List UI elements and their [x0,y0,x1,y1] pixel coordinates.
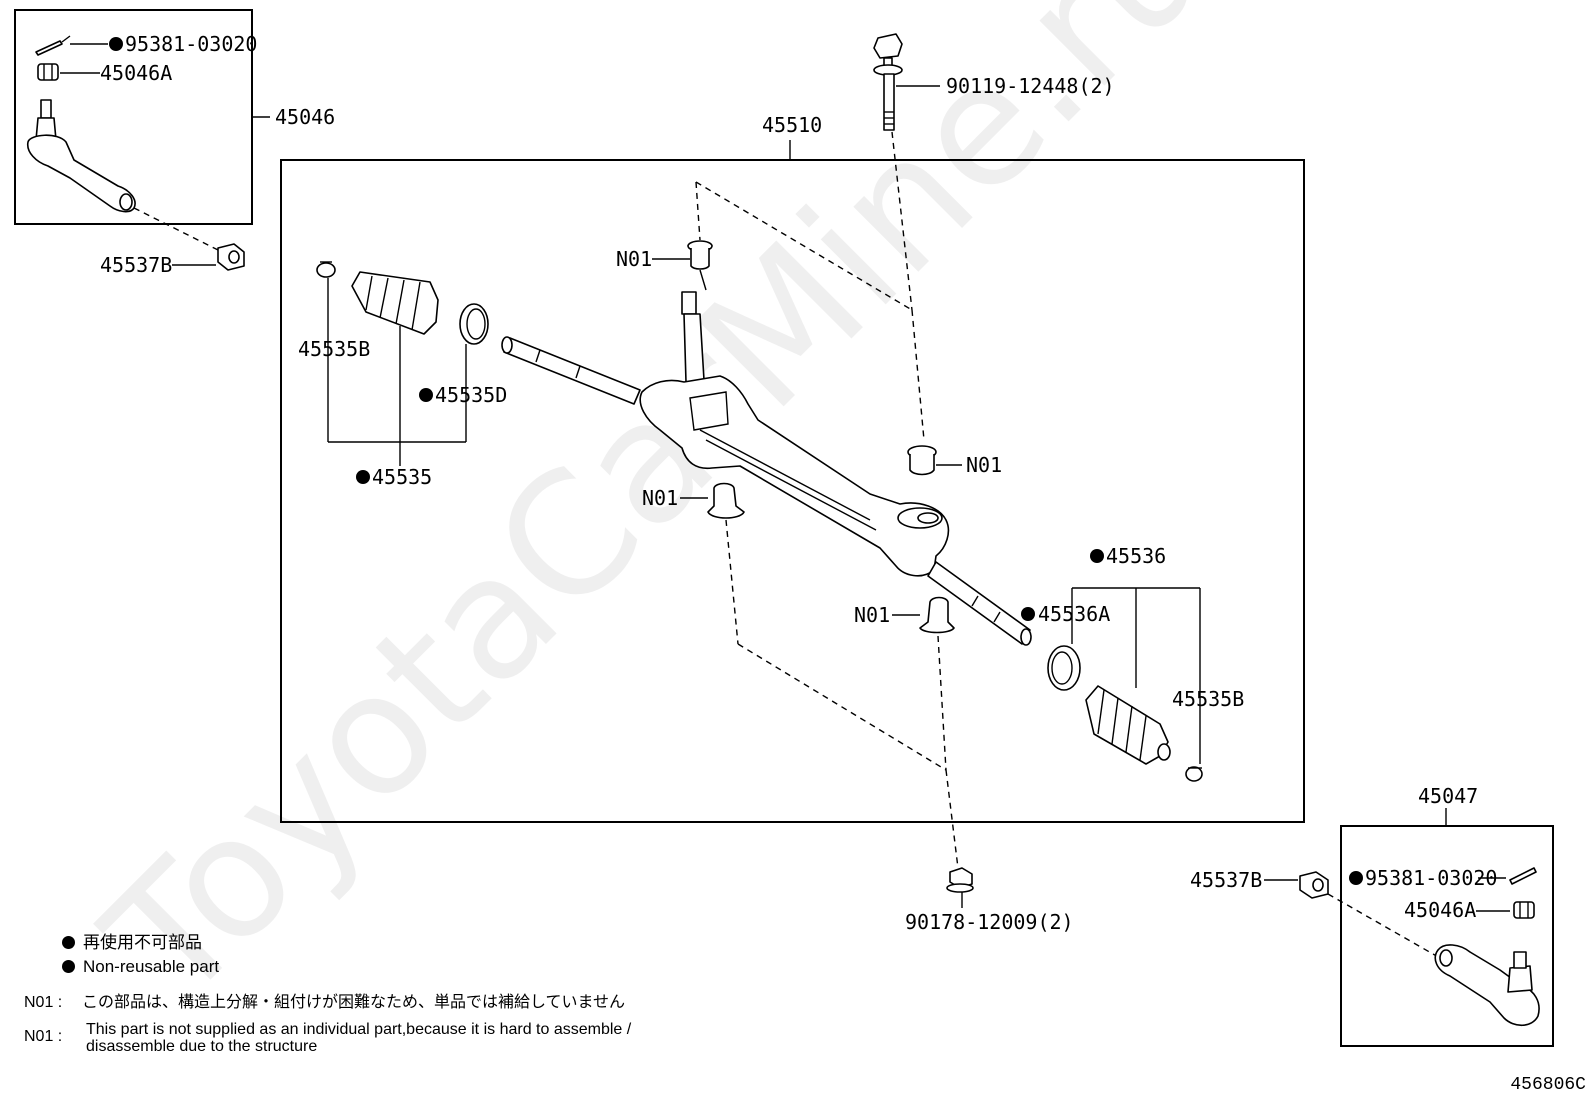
note-key-en: N01 : [24,1028,63,1045]
non-reusable-mark [1090,549,1104,563]
right-tie-rod-icon [927,561,1032,646]
watermark: ToyotaCarMine.ru [69,0,1246,1039]
label-45047: 45047 [1418,784,1478,808]
note-key-jp: N01 : [24,994,63,1011]
label-90178-12009: 90178-12009(2) [905,910,1074,934]
label-n01-mid-left: N01 [642,486,678,510]
flange-nut-icon [946,867,974,893]
bolt-icon [873,33,903,131]
label-90119-12448: 90119-12448(2) [946,74,1115,98]
left-tie-rod-icon [501,336,641,405]
non-reusable-mark [356,470,370,484]
pinion-shaft-icon [681,291,705,383]
cotter-pin-icon [1509,867,1537,885]
gear-assy-box [280,159,1305,823]
non-reusable-mark [1349,871,1363,885]
dust-seal-bottom-icon [1299,871,1329,899]
boot-right-icon [1085,685,1171,765]
legend-jp: 再使用不可部品 [62,933,202,953]
label-45535b-left: 45535B [298,337,370,361]
label-45046a-bottom: 45046A [1404,898,1476,922]
rack-housing-icon [639,375,950,577]
clamp-right-icon [1047,645,1081,691]
legend-en-text: Non-reusable part [83,957,220,976]
castle-nut-icon [37,63,59,81]
label-45536a: 45536A [1038,602,1110,626]
boot-left-icon [351,271,439,335]
clip-right-icon [1185,766,1203,782]
label-95381-03020-top: 95381-03020 [125,32,257,56]
non-reusable-mark [109,37,123,51]
legend-en: Non-reusable part [62,957,219,977]
tie-rod-end-rh-box [1340,825,1554,1047]
non-reusable-mark [419,388,433,402]
label-n01-mid-right: N01 [966,453,1002,477]
tie-rod-end-lh-icon [26,99,136,213]
catalog-number: 456806C [1510,1075,1586,1095]
non-reusable-mark [1021,607,1035,621]
note-jp: この部品は、構造上分解・組付けが困難なため、単品では補給していません [82,994,626,1011]
non-reusable-mark [62,936,75,949]
tie-rod-end-rh-icon [1434,944,1540,1027]
label-n01-bottom: N01 [854,603,890,627]
label-45537b-bottom: 45537B [1190,868,1262,892]
label-45535: 45535 [372,465,432,489]
bushing-n01-top-icon [687,240,713,270]
label-45536: 45536 [1106,544,1166,568]
non-reusable-mark [62,960,75,973]
label-n01-top: N01 [616,247,652,271]
label-45537b-top: 45537B [100,253,172,277]
bushing-n01-bottom-icon [919,596,955,634]
label-45535b-right: 45535B [1172,687,1244,711]
label-95381-03020-bottom: 95381-03020 [1365,866,1497,890]
clip-left-icon [316,261,336,278]
label-45046: 45046 [275,105,335,129]
label-45046a-top: 45046A [100,61,172,85]
note-en-line1: This part is not supplied as an individu… [86,1021,632,1038]
cotter-pin-icon [35,35,71,56]
label-45510: 45510 [762,113,822,137]
castle-nut-icon [1513,901,1535,919]
clamp-left-icon [459,303,489,345]
dust-seal-top-icon [217,243,245,271]
bushing-n01-mid-right-icon [907,445,937,476]
legend-jp-text: 再使用不可部品 [83,933,202,952]
bushing-n01-mid-left-icon [707,482,745,519]
note-en-line2: disassemble due to the structure [86,1038,318,1055]
label-45535d: 45535D [435,383,507,407]
